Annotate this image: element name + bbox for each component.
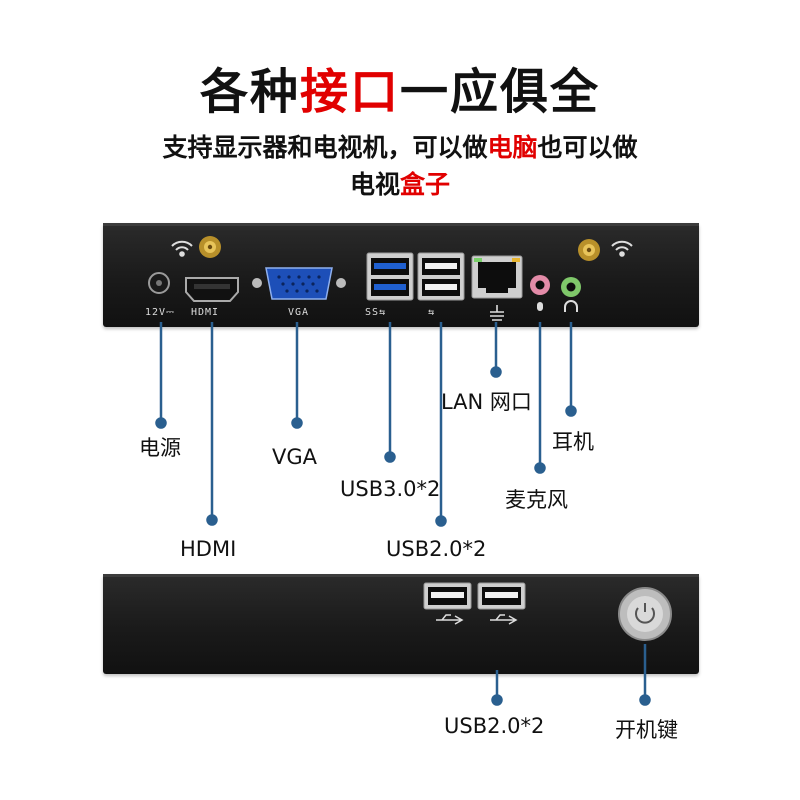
callout-vga: VGA	[272, 445, 318, 469]
callout-mic: 麦克风	[505, 488, 568, 512]
usb3-port-stack	[366, 252, 414, 301]
subtitle-line-1: 支持显示器和电视机，可以做电脑也可以做	[0, 128, 800, 164]
antenna-connector-right	[578, 239, 600, 261]
lan-port	[471, 255, 523, 321]
callout-lines	[155, 322, 651, 706]
callout-usb3: USB3.0*2	[340, 477, 441, 501]
vga-port-label: VGA	[288, 307, 310, 318]
subtitle-1b: 也可以做	[537, 133, 638, 162]
subtitle-1-accent: 电脑	[487, 133, 538, 162]
callout-headphone: 耳机	[552, 430, 594, 454]
callout-hdmi: HDMI	[180, 537, 237, 561]
usb2-port-front	[423, 582, 526, 625]
callout-power-button: 开机键	[615, 718, 678, 742]
subtitle-2-accent: 盒子	[400, 170, 451, 199]
headline-accent: 接口	[299, 64, 400, 120]
antenna-connector-left	[199, 236, 221, 258]
subtitle-2a: 电视	[349, 170, 400, 199]
subtitle-line-2: 电视盒子	[0, 165, 800, 201]
headline-part2: 一应俱全	[400, 64, 601, 120]
power-icon	[635, 603, 655, 624]
headline-part1: 各种	[199, 64, 300, 120]
vga-port	[252, 267, 346, 300]
usb3-port-label: SS⇆	[365, 307, 387, 318]
callout-power: 电源	[139, 436, 181, 460]
headphone-jack	[561, 277, 581, 312]
back-panel-top-edge	[103, 223, 699, 226]
callout-lan: LAN 网口	[441, 390, 532, 414]
callout-usb2-front: USB2.0*2	[444, 714, 545, 738]
usb2-port-label: ⇆	[428, 307, 436, 318]
callout-usb2-back: USB2.0*2	[386, 537, 487, 561]
power-port-label: 12V⎓	[145, 307, 176, 318]
dc-power-jack	[148, 272, 170, 294]
wifi-icon-left	[171, 240, 193, 257]
hdmi-port-label: HDMI	[191, 307, 220, 318]
front-panel	[103, 574, 699, 674]
front-panel-top-edge	[103, 574, 699, 577]
usb2-port-stack-back	[417, 252, 465, 301]
mic-jack	[530, 275, 550, 311]
subtitle-1a: 支持显示器和电视机，可以做	[162, 133, 488, 162]
hdmi-port	[185, 277, 239, 302]
power-button[interactable]	[618, 587, 672, 641]
wifi-icon-right	[611, 240, 633, 257]
headline: 各种接口一应俱全	[0, 52, 800, 122]
